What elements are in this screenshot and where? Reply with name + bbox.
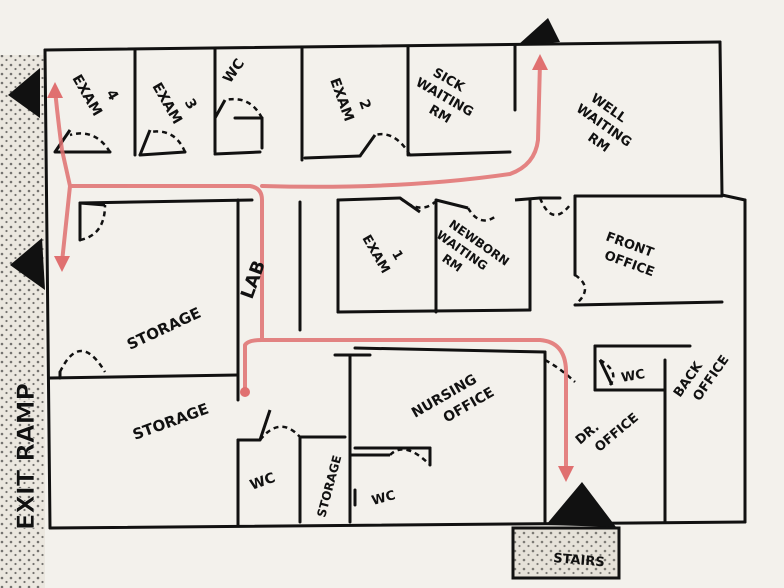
walls [43, 40, 747, 530]
evacuation-route [53, 60, 568, 472]
route-arrow-icon [47, 54, 574, 482]
stairs-label: STAIRS [553, 551, 606, 570]
door-leaves [53, 99, 614, 457]
exit-ramp-strip [0, 55, 45, 588]
exit-marker-icon [8, 18, 616, 527]
room-label-wc-lower-mid: WC [370, 488, 397, 509]
exit-ramp-label: EXIT RAMP [12, 383, 40, 530]
room-label-wc-right: WC [620, 367, 646, 386]
stairs-box [511, 526, 621, 580]
